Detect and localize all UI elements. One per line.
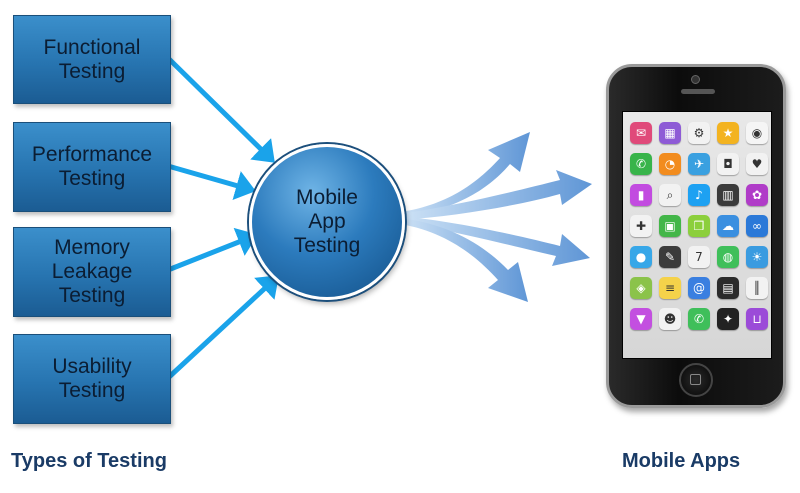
phone-icon: ✆ <box>688 308 710 330</box>
chat-icon: ✆ <box>630 153 652 175</box>
contacts-icon: ☻ <box>659 308 681 330</box>
at-icon: @ <box>688 277 710 299</box>
arrow-usability-to-hub <box>166 275 279 380</box>
performance-testing-label: Performance Testing <box>31 143 153 190</box>
mobile-app-testing-hub: Mobile App Testing <box>249 144 405 300</box>
arrow-performance-to-hub <box>167 163 256 201</box>
functional-testing-box: Functional Testing <box>13 15 171 104</box>
mail-icon: ✉ <box>630 122 652 144</box>
search-icon: ⌕ <box>659 184 681 206</box>
memory-leakage-testing-box: Memory Leakage Testing <box>13 227 171 317</box>
front-camera <box>691 75 700 84</box>
mobile-apps-caption: Mobile Apps <box>622 450 741 472</box>
weather-icon: ☀ <box>746 246 768 268</box>
airplane-icon: ✈ <box>688 153 710 175</box>
spread-arrow-up <box>400 132 530 218</box>
spread-arrow-upper-mid <box>400 170 592 220</box>
map-icon: ◈ <box>630 277 652 299</box>
clapper-icon: ✦ <box>717 308 739 330</box>
arrow-memory-to-hub <box>167 227 258 273</box>
chart-icon: ▥ <box>717 184 739 206</box>
location-icon: ● <box>630 246 652 268</box>
usability-testing-box: Usability Testing <box>13 334 171 424</box>
gamepad-icon: ✚ <box>630 215 652 237</box>
piano-icon: ║ <box>746 277 768 299</box>
types-of-testing-caption: Types of Testing <box>11 450 167 472</box>
earpiece-speaker <box>681 89 715 94</box>
phone-screen: ✉ ▦ ⚙ ★ ◉ ✆ ◔ ✈ ◘ ♥ ▮ ⌕ ♪ ▥ ✿ ✚ ▣ ❒ ☁ ∞ ● ✎ 7 ◍ ☀ ◈ ≡ @ ▤ ║ ▼ ☻ ✆ ✦ ⊔ <box>622 111 772 359</box>
camera-icon: ◘ <box>717 153 739 175</box>
bird-icon: ♪ <box>688 184 710 206</box>
heart-icon: ♥ <box>746 153 768 175</box>
memory-leakage-testing-label: Memory Leakage Testing <box>51 236 133 307</box>
app-icon-grid: ✉ ▦ ⚙ ★ ◉ ✆ ◔ ✈ ◘ ♥ ▮ ⌕ ♪ ▥ ✿ ✚ ▣ ❒ ☁ ∞ ● ✎ 7 ◍ ☀ ◈ ≡ @ ▤ ║ ▼ ☻ ✆ ✦ ⊔ <box>630 122 768 330</box>
hub-label: Mobile App Testing <box>293 186 361 257</box>
spread-arrows <box>400 132 592 302</box>
ticket-icon: ▤ <box>717 277 739 299</box>
basket-icon: ⊔ <box>746 308 768 330</box>
eye-icon: ◉ <box>746 122 768 144</box>
gear-icon: ⚙ <box>688 122 710 144</box>
spread-arrow-down <box>400 218 528 302</box>
arrow-functional-to-hub <box>166 56 275 163</box>
spread-arrow-lower-mid <box>400 216 590 266</box>
notes-icon: ≡ <box>659 277 681 299</box>
functional-testing-label: Functional Testing <box>43 35 141 83</box>
gift-icon: ❒ <box>688 215 710 237</box>
toggle-icon: ▮ <box>630 184 652 206</box>
usability-testing-label: Usability Testing <box>52 355 132 402</box>
palette-icon: ✿ <box>746 184 768 206</box>
cloud-icon: ☁ <box>717 215 739 237</box>
rss-icon: ◔ <box>659 153 681 175</box>
date-icon: 7 <box>688 246 710 268</box>
calendar-icon: ▦ <box>659 122 681 144</box>
globe-icon: ◍ <box>717 246 739 268</box>
link-icon: ∞ <box>746 215 768 237</box>
film-icon: ▣ <box>659 215 681 237</box>
bookmark-icon: ▼ <box>630 308 652 330</box>
pencil-icon: ✎ <box>659 246 681 268</box>
smartphone-illustration: ✉ ▦ ⚙ ★ ◉ ✆ ◔ ✈ ◘ ♥ ▮ ⌕ ♪ ▥ ✿ ✚ ▣ ❒ ☁ ∞ ● ✎ 7 ◍ ☀ ◈ ≡ @ ▤ ║ ▼ ☻ ✆ ✦ ⊔ <box>606 64 786 408</box>
star-icon: ★ <box>717 122 739 144</box>
home-button <box>679 363 713 397</box>
performance-testing-box: Performance Testing <box>13 122 171 212</box>
